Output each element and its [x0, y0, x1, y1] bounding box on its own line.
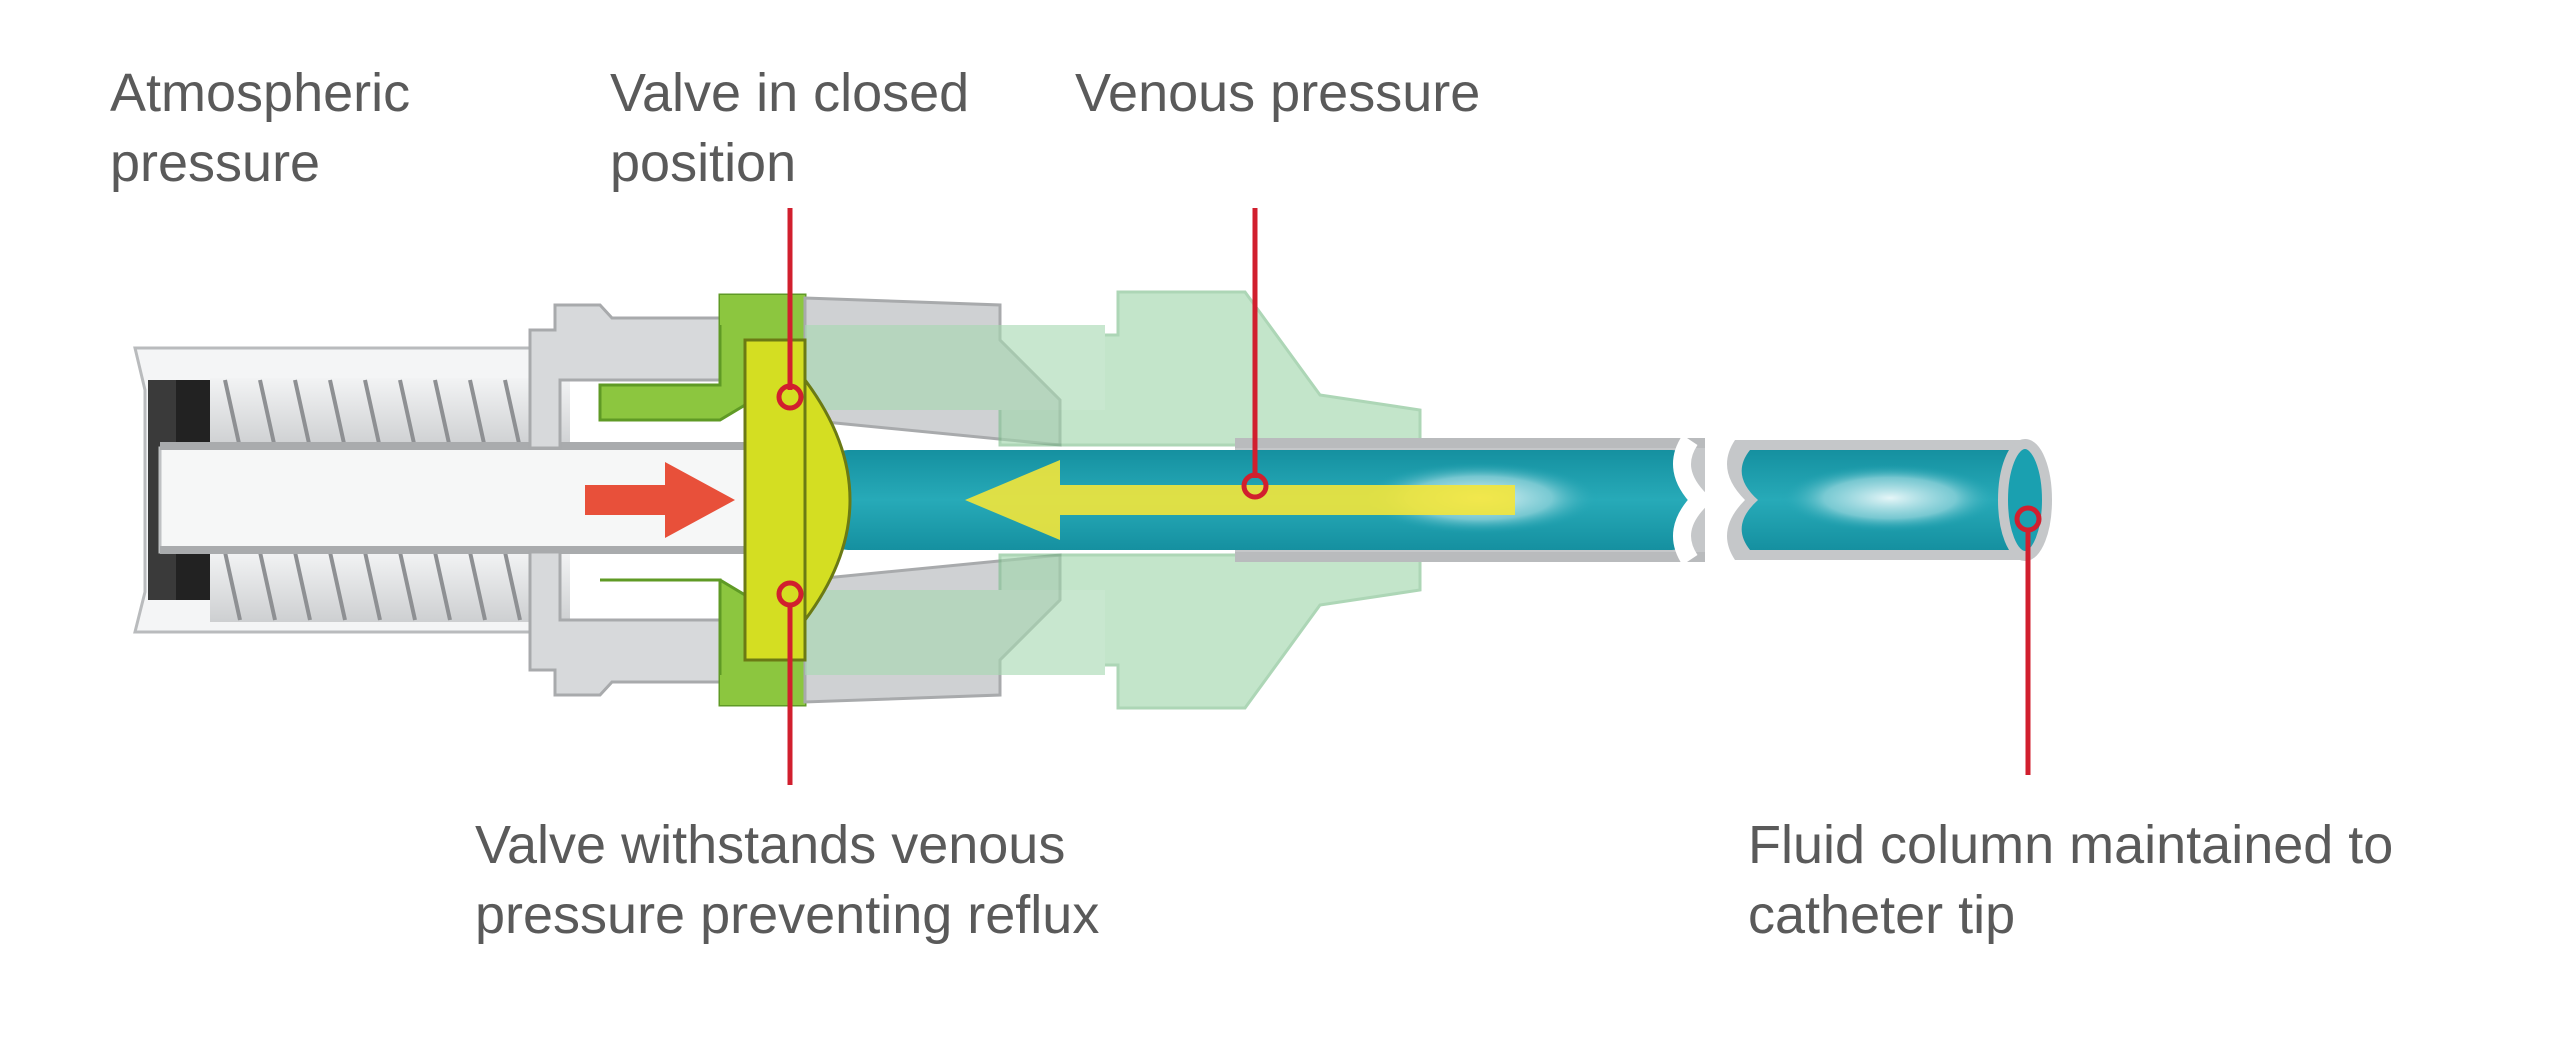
fluid-column-distal: [1727, 439, 2052, 561]
label-atmospheric-pressure: Atmospheric pressure: [110, 58, 410, 198]
label-line: Atmospheric: [110, 63, 411, 123]
label-valve-closed: Valve in closed position: [610, 58, 969, 198]
label-line: Fluid column maintained to: [1748, 815, 2394, 875]
label-line: position: [610, 133, 797, 193]
leader-fluid-column: [2014, 505, 2042, 775]
label-line: catheter tip: [1748, 885, 2016, 945]
label-line: Valve withstands venous: [475, 815, 1066, 875]
label-line: pressure: [110, 133, 321, 193]
translucent-connector: [805, 290, 1422, 710]
arrow-left-icon: [965, 460, 1515, 540]
leader-venous-pressure: [1241, 208, 1269, 500]
leader-valve-withstands: [776, 580, 804, 785]
label-venous-pressure: Venous pressure: [1075, 58, 1480, 128]
label-line: pressure preventing reflux: [475, 885, 1100, 945]
valve-disc: [743, 338, 852, 662]
label-valve-withstands: Valve withstands venous pressure prevent…: [475, 810, 1099, 950]
label-line: Venous pressure: [1075, 63, 1481, 123]
label-line: Valve in closed: [610, 63, 970, 123]
housing-collar: [528, 303, 722, 697]
arrow-right-icon: [585, 462, 735, 538]
spring-coils-lower: [210, 551, 570, 622]
label-fluid-column: Fluid column maintained to catheter tip: [1748, 810, 2393, 950]
leader-valve-closed: [776, 208, 804, 411]
spring-coils-upper: [210, 378, 570, 449]
